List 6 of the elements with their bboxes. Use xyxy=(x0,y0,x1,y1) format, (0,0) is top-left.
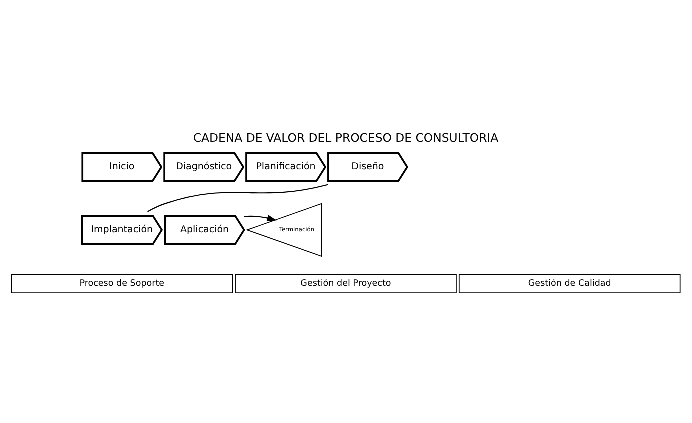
node-box: Proceso de Soporte xyxy=(11,274,234,294)
diagram-title: CADENA DE VALOR DEL PROCESO DE CONSULTORIA xyxy=(193,131,499,146)
connector xyxy=(148,184,328,212)
node-box: Gestión de Calidad xyxy=(458,274,681,294)
node-box: Gestión del Proyecto xyxy=(235,274,457,294)
arrow xyxy=(244,215,277,222)
